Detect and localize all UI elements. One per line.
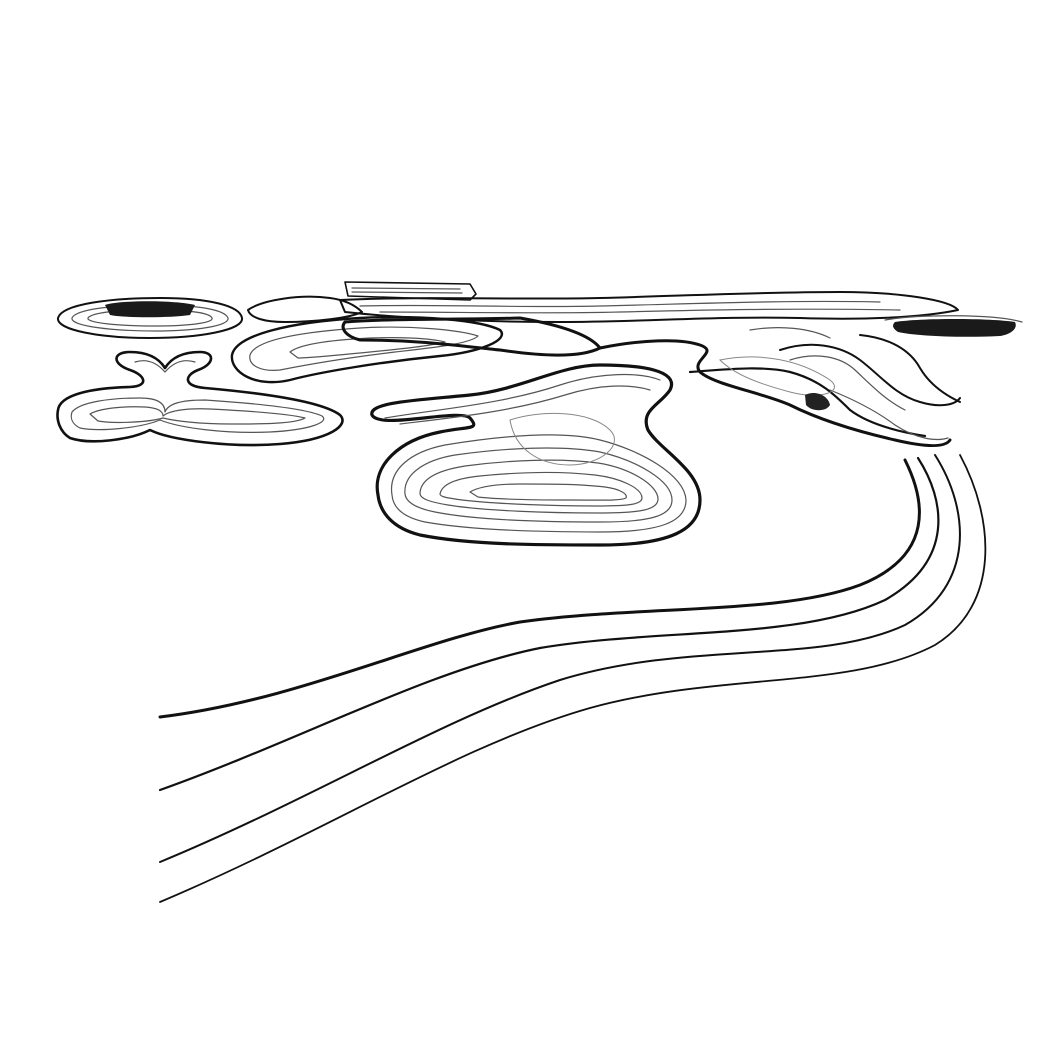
island-upper-ridge-2 xyxy=(399,385,651,425)
loop-contour-2 xyxy=(289,337,446,359)
plateau-pad-rim xyxy=(884,315,1023,323)
butterfly-contour-2 xyxy=(89,406,306,425)
island-outline xyxy=(370,363,702,547)
right-channel-structures xyxy=(598,327,961,448)
path-line-4 xyxy=(159,454,987,903)
plateau-dark-pad-right xyxy=(893,319,1016,337)
channel-inner-edge xyxy=(688,367,927,438)
channel-arm-4 xyxy=(829,389,949,441)
plateau-block-stripes xyxy=(351,287,463,294)
butterfly-outline xyxy=(56,350,344,447)
island-contour-1 xyxy=(390,434,687,533)
central-contour-island xyxy=(370,363,702,547)
channel-arm-2 xyxy=(789,355,906,411)
island-contour-5 xyxy=(469,483,627,501)
plateau-band-line-1 xyxy=(359,300,881,308)
channel-arm-3 xyxy=(859,334,961,403)
top-plateau-structures xyxy=(247,281,1023,357)
channel-shading xyxy=(718,356,835,396)
path-line-3 xyxy=(159,454,961,863)
left-small-disc xyxy=(57,297,243,339)
path-line-1 xyxy=(158,458,921,719)
channel-dark-node xyxy=(805,393,830,411)
mid-left-loop xyxy=(230,315,504,384)
flowing-path-lines xyxy=(158,454,987,903)
plateau-band-line-2 xyxy=(379,308,901,314)
channel-arm-1 xyxy=(779,343,961,407)
plateau-long-band xyxy=(339,291,959,323)
island-contour-2 xyxy=(404,447,673,523)
butterfly-neck xyxy=(134,360,196,373)
path-line-2 xyxy=(158,456,940,792)
island-contour-4 xyxy=(439,471,643,507)
island-upper-ridge-1 xyxy=(384,373,661,419)
left-butterfly-island xyxy=(56,350,344,447)
butterfly-contour-1 xyxy=(70,397,325,433)
plateau-top-block xyxy=(344,281,477,301)
plateau-lower-edge xyxy=(341,316,602,357)
channel-main-edge xyxy=(598,339,952,448)
island-shading xyxy=(509,413,615,466)
plateau-left-wedge xyxy=(247,295,363,323)
disc-outline xyxy=(57,297,243,339)
island-contour-3 xyxy=(419,459,659,514)
channel-arm-5 xyxy=(749,327,831,339)
disc-dark-core xyxy=(105,301,195,318)
loop-outline xyxy=(230,315,504,384)
loop-contour-1 xyxy=(249,326,479,371)
